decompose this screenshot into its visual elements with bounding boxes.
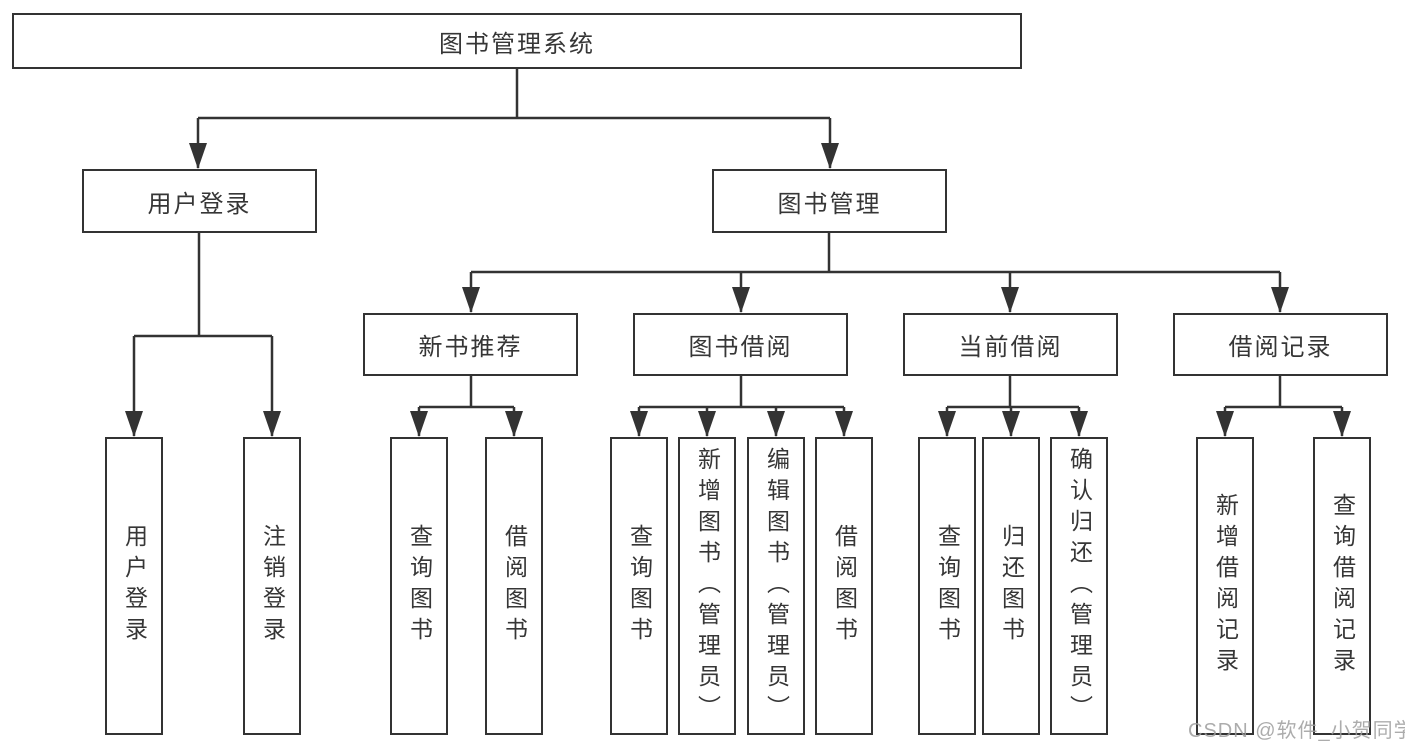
leaf-borrow-books-borrowing: 借阅图书 — [815, 437, 873, 735]
leaf-query-borrow-record: 查询借阅记录 — [1313, 437, 1371, 735]
arrow-down-icon — [821, 143, 839, 169]
leaf-confirm-return-admin: 确认归还（管理员） — [1050, 437, 1108, 735]
node-label: 新书推荐 — [418, 334, 523, 361]
arrow-down-icon — [1002, 411, 1020, 437]
node-label: 借阅图书 — [501, 524, 528, 648]
arrow-down-icon — [1216, 411, 1234, 437]
csdn-watermark: CSDN @软件_小贺同学 — [1188, 720, 1405, 742]
node-label: 查询借阅记录 — [1329, 493, 1356, 679]
arrow-down-icon — [630, 411, 648, 437]
arrow-down-icon — [125, 411, 143, 437]
node-label: 查询图书 — [406, 524, 433, 648]
node-label: 用户登录 — [121, 524, 148, 648]
node-book-management: 图书管理 — [712, 169, 947, 233]
node-label: 当前借阅 — [958, 334, 1063, 361]
node-label: 借阅图书 — [831, 524, 858, 648]
node-label: 归还图书 — [998, 524, 1025, 648]
arrow-down-icon — [767, 411, 785, 437]
node-label: 图书管理系统 — [439, 30, 595, 58]
arrow-down-icon — [1070, 411, 1088, 437]
leaf-borrow-books-recommend: 借阅图书 — [485, 437, 543, 735]
arrow-down-icon — [462, 287, 480, 313]
node-label: 查询图书 — [626, 524, 653, 648]
leaf-return-books: 归还图书 — [982, 437, 1040, 735]
node-label: 图书借阅 — [688, 334, 793, 361]
node-user-login: 用户登录 — [82, 169, 317, 233]
node-library-management-system: 图书管理系统 — [12, 13, 1022, 69]
leaf-user-login: 用户登录 — [105, 437, 163, 735]
node-label: 新增图书（管理员） — [694, 446, 721, 726]
arrow-down-icon — [698, 411, 716, 437]
arrow-down-icon — [732, 287, 750, 313]
node-label: 新增借阅记录 — [1212, 493, 1239, 679]
node-label: 查询图书 — [934, 524, 961, 648]
node-label: 确认归还（管理员） — [1066, 446, 1093, 726]
arrow-down-icon — [1333, 411, 1351, 437]
node-new-book-recommendation: 新书推荐 — [363, 313, 578, 376]
arrow-down-icon — [505, 411, 523, 437]
node-current-borrowing: 当前借阅 — [903, 313, 1118, 376]
node-label: 用户登录 — [147, 190, 252, 218]
leaf-query-books-current: 查询图书 — [918, 437, 976, 735]
leaf-query-books-borrowing: 查询图书 — [610, 437, 668, 735]
node-book-borrowing: 图书借阅 — [633, 313, 848, 376]
arrow-down-icon — [410, 411, 428, 437]
arrow-down-icon — [938, 411, 956, 437]
node-label: 图书管理 — [777, 190, 882, 218]
leaf-query-books-recommend: 查询图书 — [390, 437, 448, 735]
leaf-add-borrow-record: 新增借阅记录 — [1196, 437, 1254, 735]
arrow-down-icon — [189, 143, 207, 169]
arrow-down-icon — [1271, 287, 1289, 313]
node-label: 借阅记录 — [1228, 334, 1333, 361]
tree-edges — [132, 69, 1344, 436]
arrow-down-icon — [835, 411, 853, 437]
leaf-edit-books-admin: 编辑图书（管理员） — [747, 437, 805, 735]
arrow-down-icon — [263, 411, 281, 437]
leaf-add-books-admin: 新增图书（管理员） — [678, 437, 736, 735]
arrow-down-icon — [1001, 287, 1019, 313]
leaf-logout-login: 注销登录 — [243, 437, 301, 735]
node-label: 注销登录 — [259, 524, 286, 648]
node-borrowing-records: 借阅记录 — [1173, 313, 1388, 376]
node-label: 编辑图书（管理员） — [763, 446, 790, 726]
